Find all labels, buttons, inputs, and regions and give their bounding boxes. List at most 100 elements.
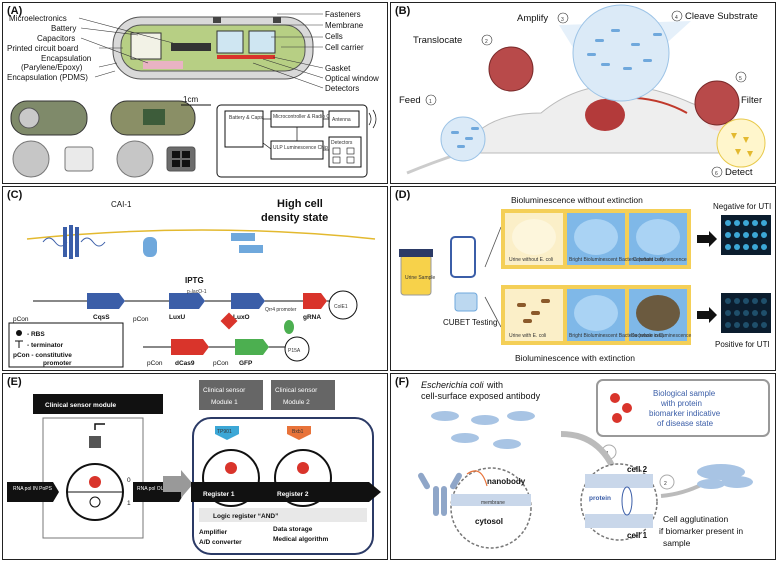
device-microelectronics — [171, 43, 211, 51]
label-cell-carrier: Cell carrier — [325, 43, 364, 52]
panel-e-tag: (E) — [7, 376, 22, 388]
bacteria-cluster — [431, 411, 535, 449]
panel-d: (D) Urine Sample CUBET Testing Biolumine… — [390, 186, 776, 371]
module-2-header — [271, 380, 335, 410]
terminator-icon-0 — [89, 476, 101, 488]
top-title: Bioluminescence without extinction — [511, 195, 643, 205]
rna-pol-in-arrow — [7, 482, 59, 502]
sensor-module-header — [33, 394, 163, 414]
arrow-top-icon — [697, 231, 717, 247]
step-detect-num: 6 — [715, 171, 718, 177]
amplifier-label: Amplifier — [199, 529, 228, 536]
block-antenna-label: Antenna — [332, 117, 351, 123]
arrow-bottom-icon — [697, 307, 717, 323]
step-cleave-num: 4 — [675, 15, 678, 21]
bottom-sub-2: Bright Bioluminescent Bacteria (whole ce… — [569, 333, 664, 339]
module-1-header — [199, 380, 263, 410]
step-detect: Detect — [725, 167, 753, 178]
title-line-2: density state — [261, 212, 328, 224]
label-encapsulation: Encapsulation — [41, 54, 91, 63]
agglutination-arrow — [660, 482, 704, 498]
device-fastener-1 — [213, 17, 221, 23]
promoter-arrow-icon — [94, 423, 105, 430]
gene-luxo — [231, 293, 265, 309]
logic-arrow — [191, 482, 381, 502]
sensor-module-label: Clinical sensor module — [45, 402, 117, 409]
bottom-sub-1: Urine with E. coli — [509, 333, 546, 339]
module-1-line-1: Clinical sensor — [203, 387, 246, 394]
amplify-circle — [572, 4, 670, 102]
cell-1-band — [585, 514, 653, 528]
blood-cell-icon — [610, 393, 620, 403]
panel-f-figure: Escherichia coli with cell-surface expos… — [418, 379, 770, 549]
right-labels: Fasteners Membrane Cells Cell carrier Ga… — [252, 10, 379, 93]
translocate-circle — [488, 46, 534, 92]
device-cells-2 — [248, 30, 276, 54]
wireless-icon — [368, 109, 377, 129]
bottom-sub-3: Decrease in Luminescence — [631, 333, 692, 339]
block-battery — [224, 110, 264, 148]
bxb1-gene — [287, 426, 311, 440]
device-cells-1 — [216, 30, 244, 54]
substrate-triangles — [731, 133, 753, 157]
luxu-label: LuxU — [169, 314, 186, 321]
logic-and-label: Logic register “AND” — [213, 513, 278, 520]
top-sub-3: Constant Luminescence — [633, 257, 687, 263]
detect-circle — [716, 118, 766, 168]
gfp-label: GFP — [239, 360, 253, 367]
block-diagram: Battery & Caps Microcontroller & Radio C… — [216, 104, 377, 178]
cole1-label: ColE1 — [334, 304, 348, 310]
protein-icon — [621, 486, 633, 516]
well-plate-icon — [454, 292, 478, 312]
coin-2 — [116, 140, 154, 178]
ad-converter-label: A/D converter — [199, 539, 242, 546]
panel-d-figure: Urine Sample CUBET Testing Bioluminescen… — [399, 195, 771, 363]
bottom-title: Bioluminescence with extinction — [515, 353, 635, 363]
label-membrane: Membrane — [325, 21, 364, 30]
feed-circle — [440, 116, 486, 162]
agglutination-line-2: if biomarker present in — [659, 526, 743, 536]
cytosol-label: cytosol — [475, 517, 503, 526]
legend-pcon: pCon - constitutive — [13, 352, 72, 359]
membrane-line — [26, 229, 376, 240]
label-pdms: Encapsulation (PDMS) — [7, 73, 88, 82]
step-amplify: Amplify — [517, 13, 548, 24]
module-1-line-2: Module 1 — [211, 399, 238, 406]
membrane-band — [451, 494, 531, 506]
cai-label: CAI-1 — [111, 200, 132, 209]
sample-line-2: with protein — [660, 399, 702, 408]
sensor-gene — [89, 436, 101, 448]
logic-label-bar — [199, 508, 367, 522]
data-storage-label: Data storage — [273, 526, 313, 533]
dcas9-label: dCas9 — [175, 360, 195, 367]
label-parylene: (Parylene/Epoxy) — [21, 63, 83, 72]
label-battery: Battery — [51, 24, 76, 33]
pcon-label-1: pCon — [13, 316, 29, 323]
cole1-plasmid — [328, 290, 358, 320]
panel-b-tag: (B) — [395, 5, 411, 17]
gene-cqss — [87, 293, 125, 309]
legend-box — [8, 322, 124, 368]
panel-d-tag: (D) — [395, 189, 411, 201]
cell-1-label: cell 1 — [627, 531, 648, 540]
luxo-label: LuxO — [233, 314, 250, 321]
step-2-num: 2 — [664, 481, 667, 487]
cell-2-band — [585, 474, 653, 488]
legend-rbs: - RBS — [27, 331, 45, 338]
phone-icon — [450, 236, 476, 278]
ecoli-label: Escherichia coli — [421, 380, 485, 390]
p15a-label: P15A — [288, 348, 301, 354]
tp901-label: TP901 — [217, 429, 232, 435]
block-ulp-label: ULP Luminescence Chip — [273, 145, 328, 151]
panel-b-figure: Feed 1 Translocate 2 Amplify 3 4 Cleave … — [399, 4, 766, 178]
sample-line-4: of disease state — [657, 419, 714, 428]
qrr4-label: Qrr4 promoter — [265, 307, 297, 313]
legend-terminator: - terminator — [27, 342, 64, 349]
filter-circle — [694, 80, 740, 126]
panel-e-figure: Clinical sensor module 0 1 RNA pol IN Po… — [7, 380, 381, 555]
tp901-gene — [215, 426, 239, 440]
sample-box — [596, 379, 770, 437]
step-feed: Feed — [399, 95, 421, 106]
organ-icon — [585, 99, 625, 131]
gene-grna — [303, 293, 327, 309]
